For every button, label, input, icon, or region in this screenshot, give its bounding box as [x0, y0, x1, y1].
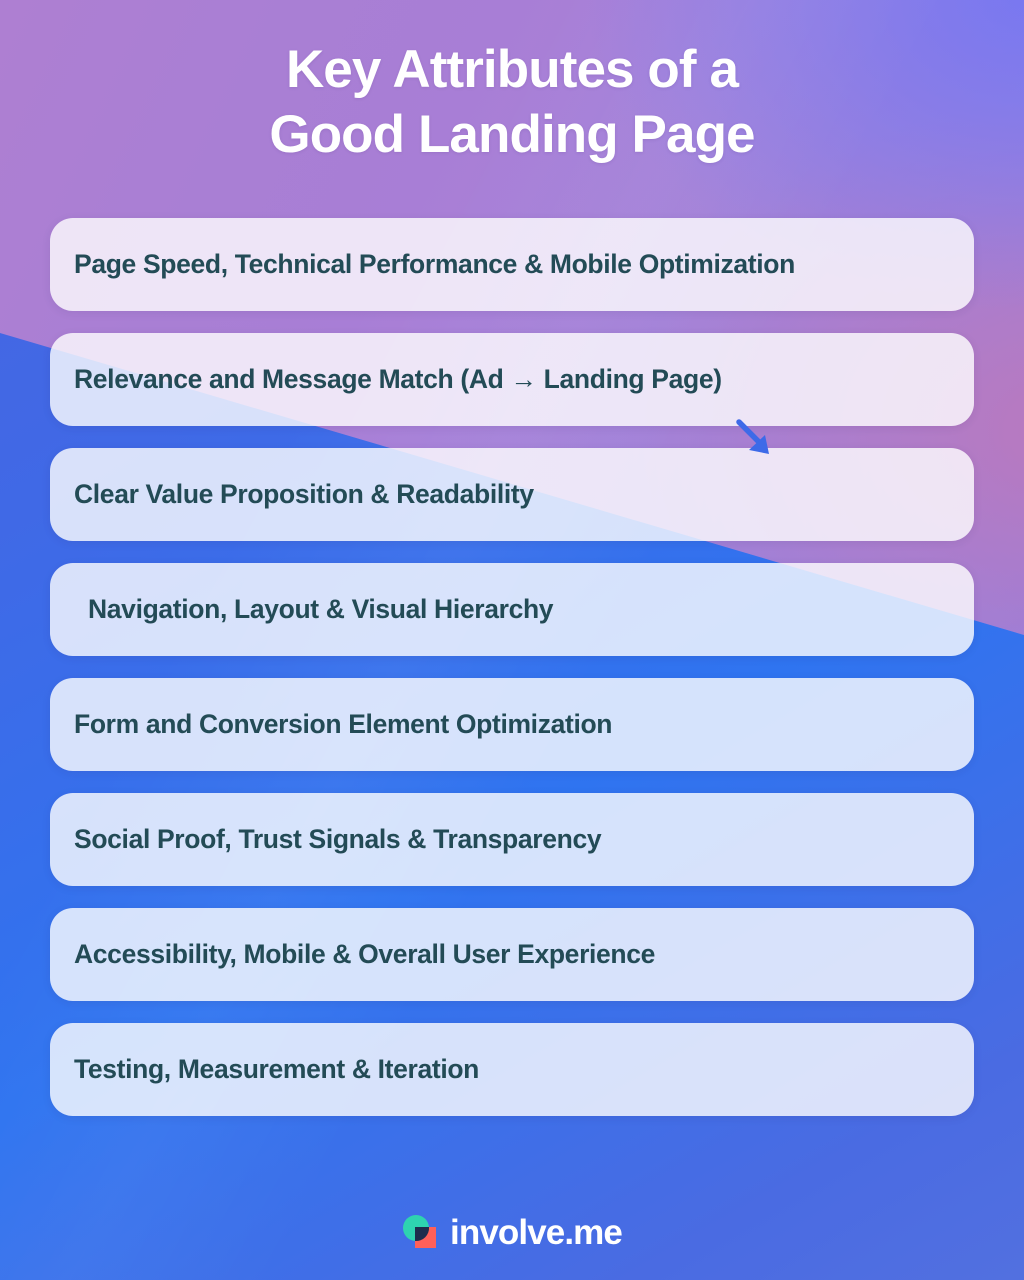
attribute-card: Page Speed, Technical Performance & Mobi…	[50, 218, 974, 311]
attribute-label: Navigation, Layout & Visual Hierarchy	[88, 594, 554, 624]
attribute-label: Accessibility, Mobile & Overall User Exp…	[74, 939, 656, 969]
attribute-card: Testing, Measurement & Iteration	[50, 1023, 974, 1116]
page-title-line-2: Good Landing Page	[269, 104, 755, 164]
involve-me-logo-icon	[402, 1214, 438, 1250]
attribute-card: Relevance and Message Match (Ad → Landin…	[50, 333, 974, 426]
attribute-card: Form and Conversion Element Optimization	[50, 678, 974, 771]
attribute-card: Social Proof, Trust Signals & Transparen…	[50, 793, 974, 886]
attribute-card: Accessibility, Mobile & Overall User Exp…	[50, 908, 974, 1001]
attribute-card: Navigation, Layout & Visual Hierarchy	[50, 563, 974, 656]
attribute-label: Form and Conversion Element Optimization	[74, 709, 613, 739]
attribute-card: Clear Value Proposition & Readability	[50, 448, 974, 541]
attribute-label: Testing, Measurement & Iteration	[74, 1054, 480, 1084]
attribute-list: Page Speed, Technical Performance & Mobi…	[50, 218, 974, 1116]
page-title: Key Attributes of a Good Landing Page	[0, 38, 1024, 167]
attribute-label: Clear Value Proposition & Readability	[74, 479, 534, 509]
brand-name: involve.me	[450, 1212, 623, 1252]
footer-branding: involve.me	[0, 1214, 1024, 1250]
attribute-label: Social Proof, Trust Signals & Transparen…	[74, 824, 602, 854]
page-title-line-1: Key Attributes of a	[285, 40, 739, 99]
attribute-label: Relevance and Message Match (Ad → Landin…	[74, 364, 722, 394]
attribute-label: Page Speed, Technical Performance & Mobi…	[74, 249, 795, 279]
